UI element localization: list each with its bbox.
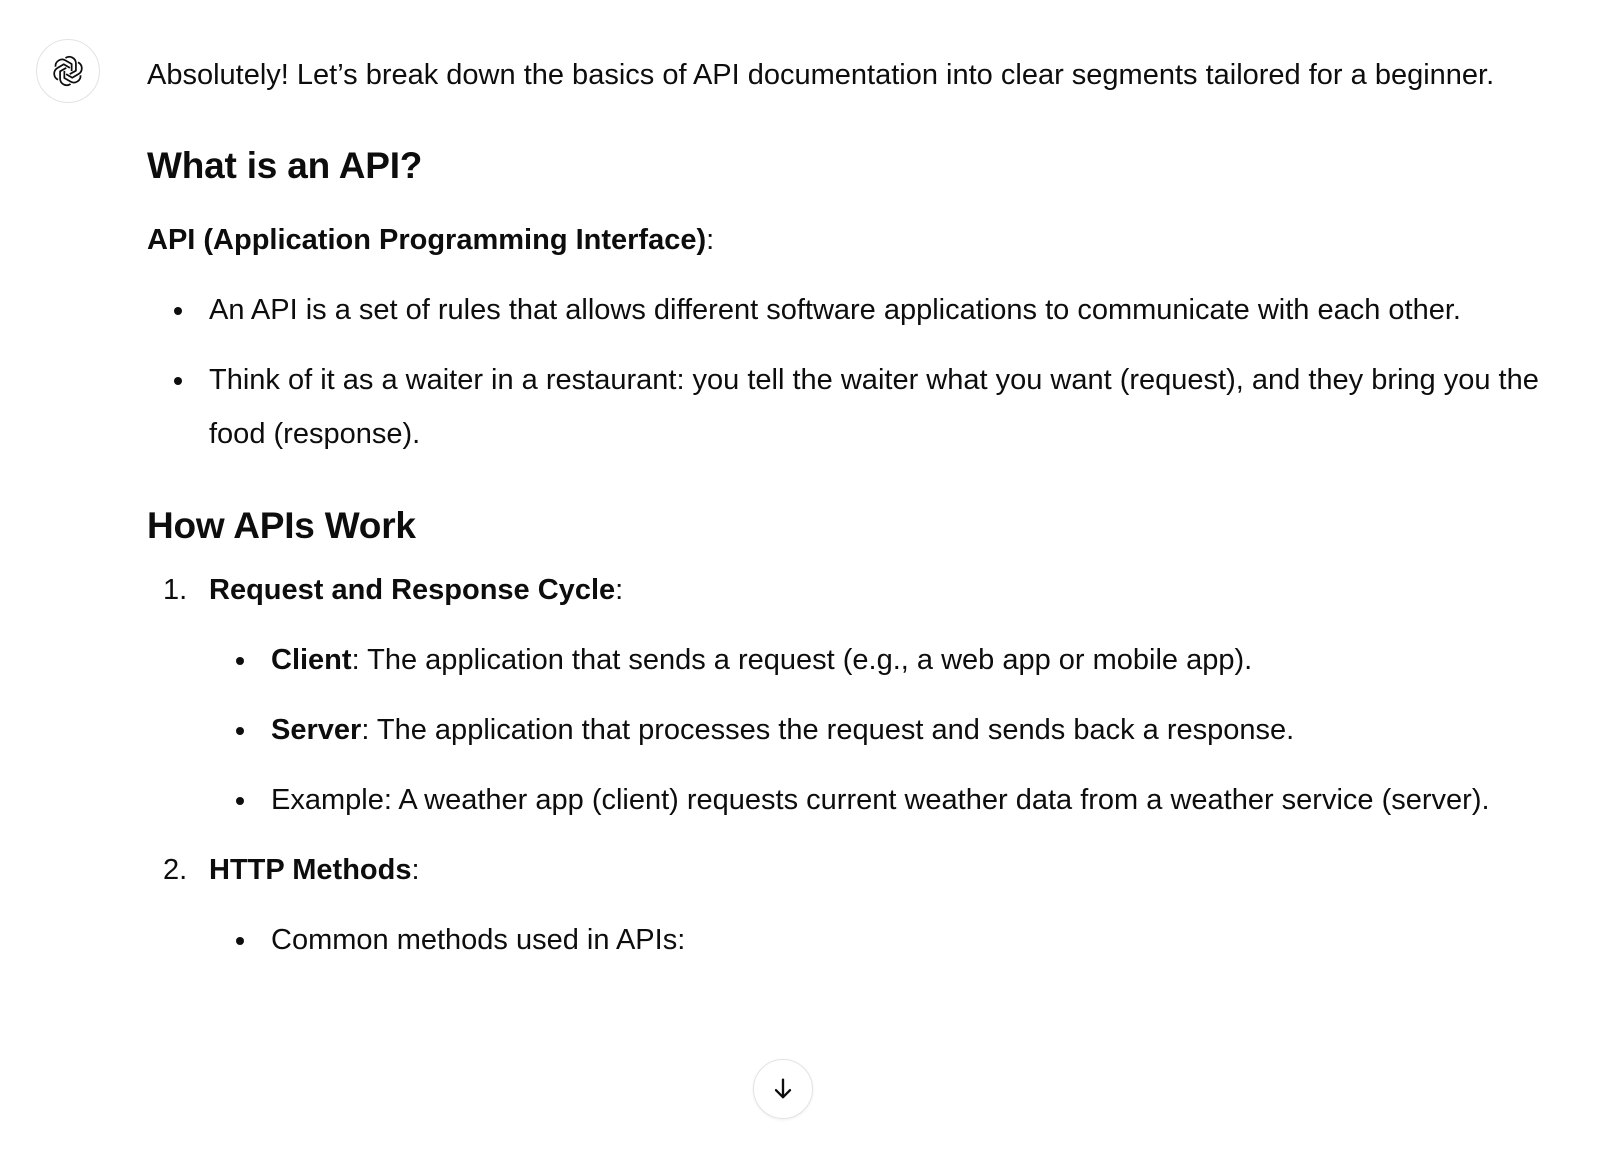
item-number: 2. (163, 854, 188, 886)
list-item: Client: The application that sends a req… (209, 633, 1557, 687)
numbered-item-http-methods: 2. HTTP Methods: Common methods used in … (147, 843, 1557, 967)
list-item: An API is a set of rules that allows dif… (147, 283, 1557, 337)
common-methods-text: Common methods used in APIs: (271, 924, 686, 956)
item-number: 1. (163, 574, 188, 606)
assistant-avatar (36, 39, 100, 103)
section-heading-what-is-api: What is an API? (147, 145, 423, 186)
api-term-bold: API (Application Programming Interface) (147, 224, 707, 256)
api-definition-term: API (Application Programming Interface): (147, 213, 1557, 267)
api-term-suffix: : (706, 224, 715, 256)
client-description: : The application that sends a request (… (351, 644, 1253, 676)
item-title-suffix: : (411, 854, 420, 886)
http-methods-sublist: Common methods used in APIs: (209, 913, 1557, 967)
api-definition-list: An API is a set of rules that allows dif… (147, 283, 1557, 461)
numbered-item-request-response: 1. Request and Response Cycle: Client: T… (147, 563, 1557, 827)
item-title: Request and Response Cycle (209, 574, 616, 606)
list-item: Think of it as a waiter in a restaurant:… (147, 353, 1557, 461)
item-title-suffix: : (615, 574, 624, 606)
arrow-down-icon (774, 1078, 792, 1099)
openai-logo-icon (53, 55, 83, 87)
item-title: HTTP Methods (209, 854, 412, 886)
list-item: Common methods used in APIs: (209, 913, 1557, 967)
section-heading-how-apis-work: How APIs Work (147, 505, 416, 546)
server-term: Server (271, 714, 362, 746)
how-apis-work-list: 1. Request and Response Cycle: Client: T… (147, 563, 1557, 967)
list-item: Example: A weather app (client) requests… (209, 773, 1557, 827)
client-term: Client (271, 644, 352, 676)
request-response-sublist: Client: The application that sends a req… (209, 633, 1557, 827)
server-description: : The application that processes the req… (361, 714, 1295, 746)
scroll-to-bottom-button[interactable] (753, 1059, 813, 1119)
intro-paragraph: Absolutely! Let’s break down the basics … (147, 59, 1495, 91)
assistant-message: Absolutely! Let’s break down the basics … (147, 48, 1557, 967)
list-item: Server: The application that processes t… (209, 703, 1557, 757)
example-description: Example: A weather app (client) requests… (271, 784, 1490, 816)
